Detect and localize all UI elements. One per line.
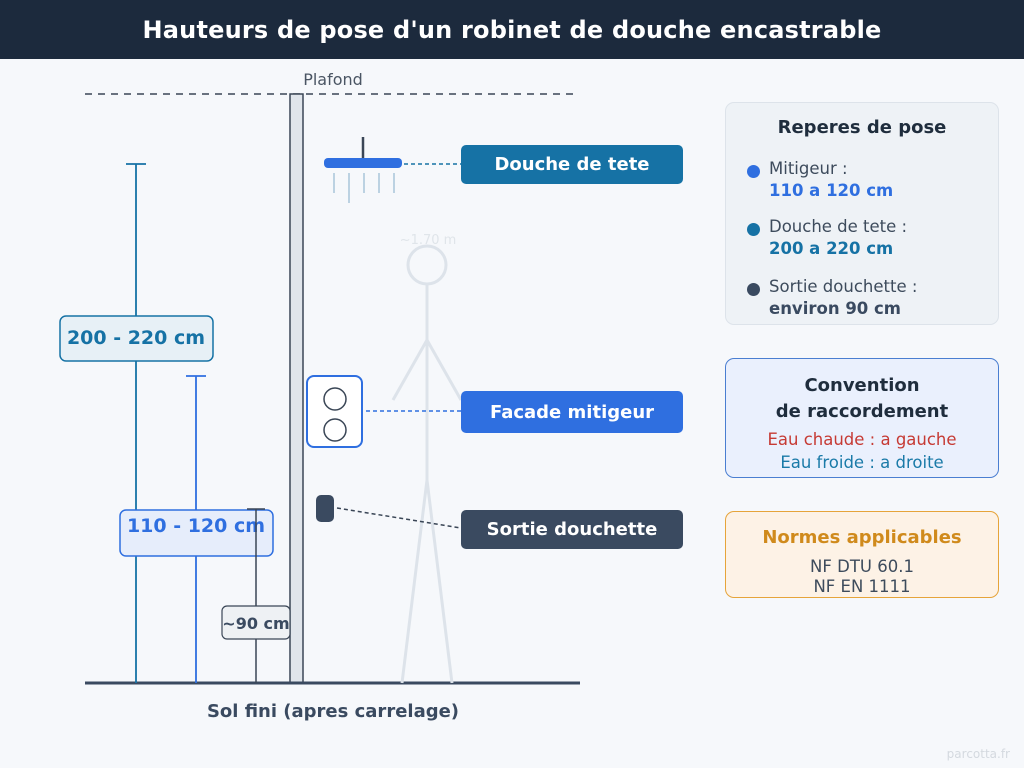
person-height-label: ~1.70 m [400, 233, 457, 248]
callout-outlet-label: Sortie douchette [487, 519, 658, 540]
repere-label: Mitigeur : [769, 159, 848, 178]
repere-value: environ 90 cm [769, 299, 901, 318]
repere-label: Sortie douchette : [769, 277, 918, 296]
callout-head: Douche de tete [461, 145, 683, 184]
bullet-icon [747, 165, 760, 178]
repere-value: 110 a 120 cm [769, 181, 894, 200]
hot-water-text: Eau chaude : a gauche [767, 430, 957, 449]
watermark: parcotta.fr [947, 747, 1010, 761]
wall [289, 93, 304, 684]
mixer-facade-icon [306, 375, 363, 448]
convention-title-line2: de raccordement [775, 401, 949, 422]
normes-panel: Normes applicables NF DTU 60.1 NF EN 111… [725, 511, 999, 598]
convention-title-line1: Convention [804, 375, 920, 396]
dimension-mixer-label: 110 - 120 cm [127, 515, 265, 537]
bullet-icon [747, 223, 760, 236]
callout-head-label: Douche de tete [494, 154, 649, 175]
dimension-outlet: ~90 cm [221, 508, 291, 683]
shower-head-icon [324, 137, 402, 203]
repere-label: Douche de tete : [769, 217, 908, 236]
floor-label: Sol fini (apres carrelage) [207, 701, 459, 722]
person-silhouette [391, 244, 463, 684]
convention-title: Convention de raccordement [726, 373, 998, 425]
cold-water-text: Eau froide : a droite [780, 453, 944, 472]
dimension-head: 200 - 220 cm [59, 163, 214, 683]
dimension-outlet-label: ~90 cm [222, 614, 289, 633]
installation-diagram: Plafond Sol fini (apres carrelage) ~1.70… [59, 70, 1010, 761]
reperes-panel: Reperes de pose Mitigeur : 110 a 120 cm … [725, 102, 999, 325]
outlet-leader-line [336, 507, 462, 529]
norme-item: NF DTU 60.1 [810, 557, 914, 576]
repere-value: 200 a 220 cm [769, 239, 894, 258]
callout-mixer-label: Facade mitigeur [490, 402, 654, 423]
hand-shower-outlet-icon [316, 495, 334, 522]
callout-outlet: Sortie douchette [461, 510, 683, 549]
reperes-title: Reperes de pose [777, 117, 947, 138]
callout-mixer: Facade mitigeur [461, 391, 683, 433]
bullet-icon [747, 283, 760, 296]
dimension-mixer: 110 - 120 cm [119, 375, 274, 683]
norme-item: NF EN 1111 [813, 577, 911, 596]
convention-panel: Convention de raccordement Eau chaude : … [725, 358, 999, 478]
dimension-head-label: 200 - 220 cm [67, 327, 205, 349]
page-title: Hauteurs de pose d'un robinet de douche … [0, 0, 1024, 59]
normes-title: Normes applicables [762, 527, 962, 548]
ceiling-label: Plafond [303, 70, 363, 89]
